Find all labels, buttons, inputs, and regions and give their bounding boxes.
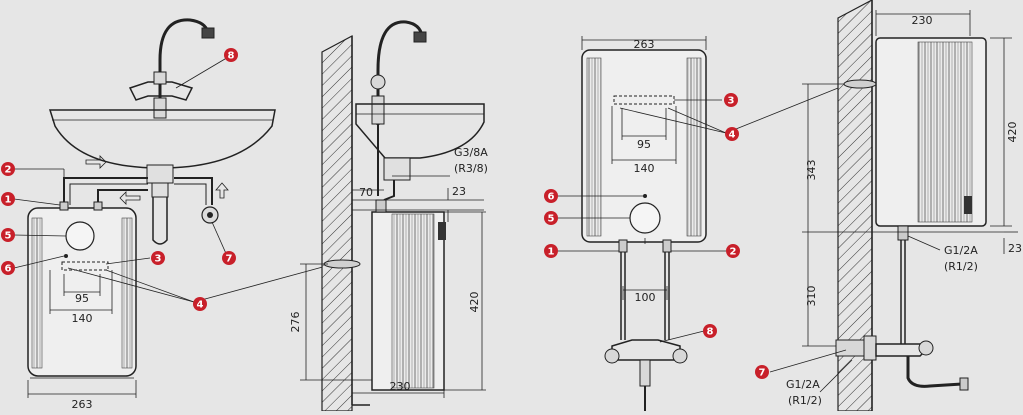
- dim-310: 310: [805, 286, 818, 307]
- svg-text:3: 3: [155, 254, 162, 265]
- dim-276: 276: [289, 312, 302, 333]
- label-r38: (R3/8): [454, 162, 488, 175]
- svg-text:4: 4: [729, 130, 736, 141]
- svg-text:1: 1: [548, 247, 555, 258]
- dim-100: 100: [635, 291, 656, 304]
- svg-text:1: 1: [5, 195, 12, 206]
- dim-23-left: 23: [452, 185, 466, 198]
- callout-1-mid: 1: [544, 244, 558, 258]
- dim-420-right: 420: [1006, 122, 1019, 143]
- dim-140: 140: [72, 312, 93, 325]
- svg-text:5: 5: [548, 214, 555, 225]
- dim-230-left: 230: [390, 380, 411, 393]
- callout-4-mid: 4: [725, 127, 739, 141]
- callout-4: 4: [193, 297, 207, 311]
- svg-text:2: 2: [730, 247, 737, 258]
- callout-7-right: 7: [755, 365, 769, 379]
- callout-3: 3: [151, 251, 165, 265]
- svg-text:8: 8: [228, 51, 235, 62]
- label-g38a: G3/8A: [454, 146, 488, 159]
- svg-text:2: 2: [5, 165, 12, 176]
- label-r12-bottom: (R1/2): [788, 394, 822, 407]
- dim-263: 263: [72, 398, 93, 411]
- callout-2-mid: 2: [726, 244, 740, 258]
- callout-8: 8: [224, 48, 238, 62]
- callout-6: 6: [1, 261, 15, 275]
- svg-text:5: 5: [5, 231, 12, 242]
- svg-text:7: 7: [759, 368, 766, 379]
- svg-text:6: 6: [548, 192, 555, 203]
- svg-text:8: 8: [707, 327, 714, 338]
- callout-2: 2: [1, 162, 15, 176]
- view-front-undersink: 95 140 263 2 1 5 6 3 4 7 8: [1, 18, 331, 411]
- callout-1: 1: [1, 192, 15, 206]
- svg-text:3: 3: [728, 96, 735, 107]
- dim-95-mid: 95: [637, 138, 651, 151]
- dim-140-mid: 140: [634, 162, 655, 175]
- dim-263-mid: 263: [634, 38, 655, 51]
- callout-6-mid: 6: [544, 189, 558, 203]
- dim-23-right: 23: [1008, 242, 1022, 255]
- dim-420-left: 420: [468, 292, 481, 313]
- callout-5: 5: [1, 228, 15, 242]
- callout-3-mid: 3: [724, 93, 738, 107]
- dim-343: 343: [805, 160, 818, 181]
- view-front-oversink: 263 95 140 100 3: [544, 36, 849, 411]
- label-r12-top: (R1/2): [944, 260, 978, 273]
- dim-70: 70: [359, 186, 373, 199]
- callout-8-mid: 8: [703, 324, 717, 338]
- callout-5-mid: 5: [544, 211, 558, 225]
- svg-text:7: 7: [226, 254, 233, 265]
- dim-95: 95: [75, 292, 89, 305]
- view-side-undersink: 70 23 G3/8A (R3/8) 276 420 230: [289, 20, 488, 412]
- label-g12a-top: G1/2A: [944, 244, 978, 257]
- dim-230-right: 230: [912, 14, 933, 27]
- svg-text:4: 4: [197, 300, 204, 311]
- callout-7: 7: [222, 251, 236, 265]
- svg-text:6: 6: [5, 264, 12, 275]
- view-side-oversink: 230 420 23 343 310 G1/2A (R1/2) G1/2A (R…: [755, 0, 1022, 412]
- label-g12a-bottom: G1/2A: [786, 378, 820, 391]
